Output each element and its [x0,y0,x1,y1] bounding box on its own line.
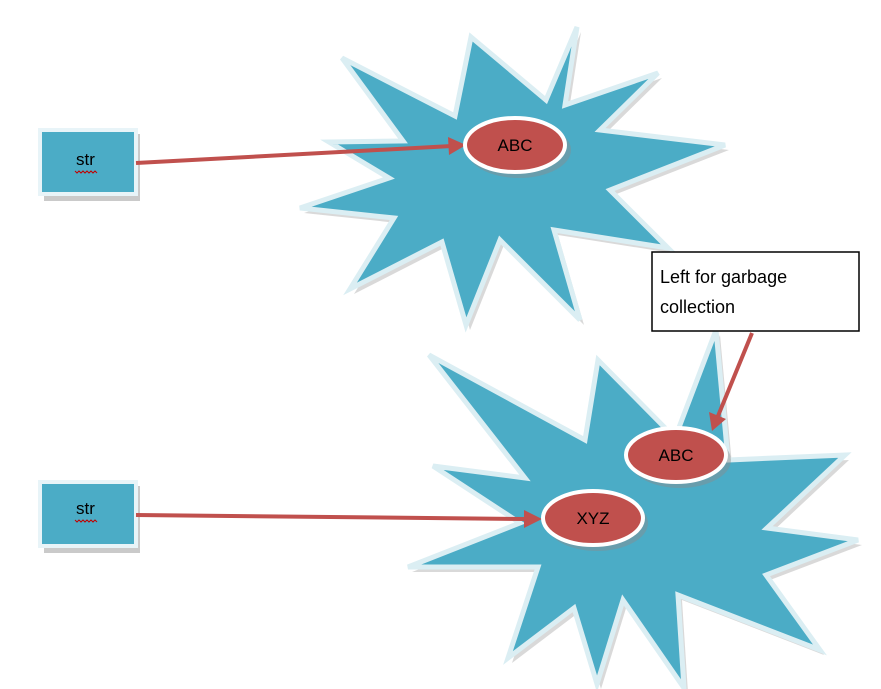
top-var-label: str [76,150,95,169]
bottom-var-box [38,480,138,548]
top-object-label: ABC [498,136,533,155]
top-heap-burst [299,26,726,333]
bottom-var-label: str [76,499,95,518]
bottom-var-spellcheck-underline [74,519,98,523]
bottom-reference-arrowhead [524,510,542,528]
garbage-note-line1: Left for garbage [660,267,787,287]
top-var-spellcheck-underline [74,170,98,174]
top-scene: str ABC [38,26,729,333]
old-object-label: ABC [659,446,694,465]
new-object-xyz [541,489,645,547]
old-object-abc [624,426,728,484]
top-object-abc [463,116,567,174]
garbage-note-line2: collection [660,297,735,317]
top-reference-arrow [135,144,453,165]
new-object-label: XYZ [576,509,609,528]
bottom-scene: str ABC XYZ Left for garbage collection [38,251,862,689]
top-reference-arrowhead [448,137,466,155]
garbage-note-arrowhead [709,412,726,431]
bottom-reference-arrow [135,513,527,521]
garbage-note-arrow [716,332,754,417]
garbage-note-box [651,251,860,332]
